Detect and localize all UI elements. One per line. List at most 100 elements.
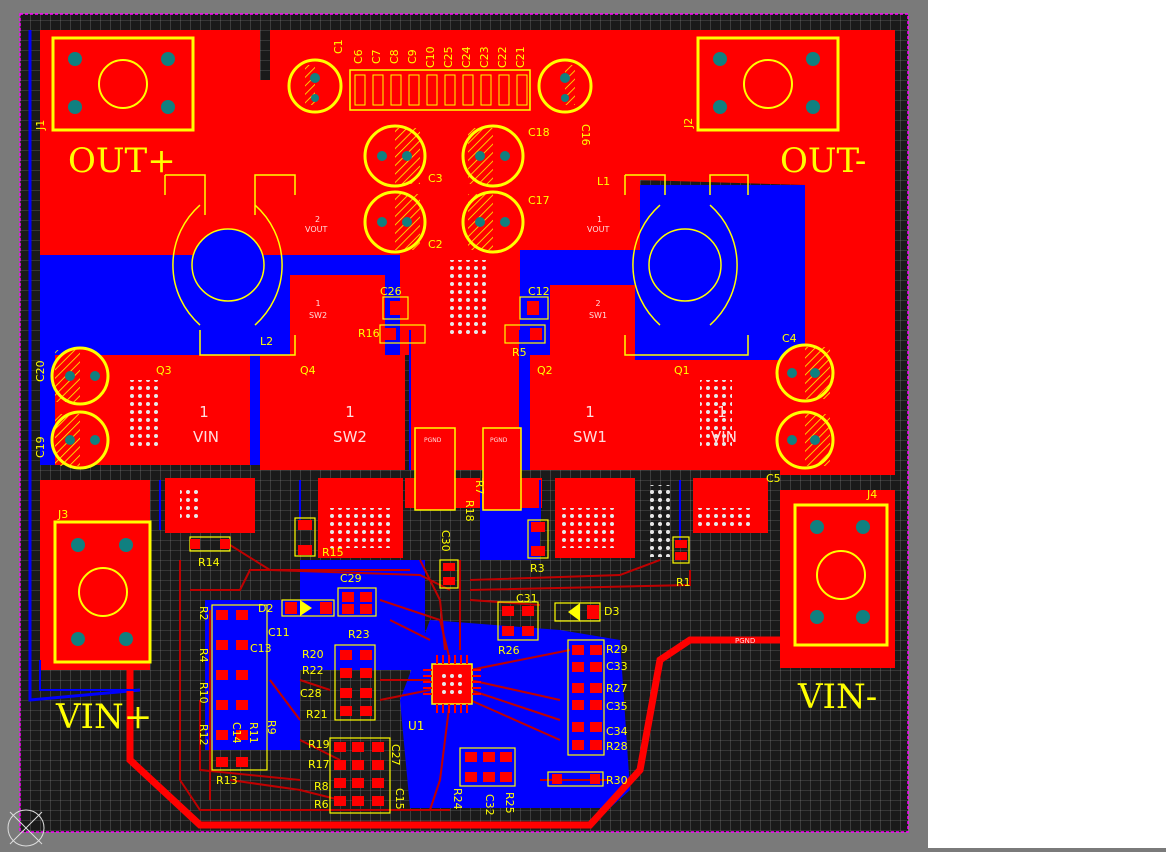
des-c1: C1 <box>332 39 345 54</box>
des-c11: C11 <box>268 626 290 639</box>
des-c35: C35 <box>606 700 628 713</box>
cap-c2[interactable] <box>363 190 427 254</box>
des-d3: D3 <box>604 605 619 618</box>
connector-j4[interactable]: J4 VIN- <box>793 488 889 717</box>
sw2-small-net: SW2 <box>309 311 327 320</box>
des-r1: R1 <box>676 576 691 589</box>
connector-j1[interactable]: J1 OUT+ <box>34 36 195 181</box>
des-c5: C5 <box>766 472 781 485</box>
cap-c4[interactable] <box>775 343 835 403</box>
cap-c1[interactable] <box>287 58 343 114</box>
des-q4: Q4 <box>300 364 316 377</box>
des-r26: R26 <box>498 644 520 657</box>
j3-designator: J3 <box>57 508 68 521</box>
des-c31: C31 <box>516 592 538 605</box>
des-c9: C9 <box>406 49 419 64</box>
des-r12: R12 <box>197 724 210 746</box>
des-c33: C33 <box>606 660 628 673</box>
des-r15: R15 <box>322 546 344 559</box>
copper-net-labels: 1 VIN 1 SW2 1 SW1 1 VIN 1 SW2 2 SW1 PGND <box>193 299 755 645</box>
cap-c19[interactable] <box>50 410 110 470</box>
des-r9: R9 <box>265 720 278 735</box>
des-c12: C12 <box>528 285 550 298</box>
inductor-l2[interactable]: L2 2 VOUT <box>164 174 327 356</box>
des-q1: Q1 <box>674 364 690 377</box>
l1-pin-label: 1 <box>597 215 602 224</box>
des-r4: R4 <box>197 648 210 663</box>
sw1-small-net: SW1 <box>589 311 607 320</box>
q4-pin: 1 <box>345 403 355 421</box>
q3-pin: 1 <box>199 403 209 421</box>
ic-u1[interactable]: U1 <box>408 655 481 733</box>
des-r5: R5 <box>512 346 527 359</box>
empty-side-panel <box>928 0 1166 848</box>
q2-net: SW1 <box>573 428 607 446</box>
des-c23: C23 <box>478 46 491 68</box>
des-r21: R21 <box>306 708 328 721</box>
pcb-canvas[interactable]: J1 OUT+ J2 OUT- J3 VIN+ <box>0 0 928 848</box>
des-q3: Q3 <box>156 364 172 377</box>
pcb-layout[interactable]: J1 OUT+ J2 OUT- J3 VIN+ <box>0 0 928 848</box>
des-c17: C17 <box>528 194 550 207</box>
des-r14: R14 <box>198 556 220 569</box>
des-r25: R25 <box>503 792 516 814</box>
connector-j2[interactable]: J2 OUT- <box>682 36 866 181</box>
des-r16: R16 <box>358 327 380 340</box>
j4-designator: J4 <box>866 488 877 501</box>
pgnd-trace-label: PGND <box>735 637 755 645</box>
des-r7: R7 <box>473 480 486 495</box>
via-arrays <box>130 260 750 557</box>
des-c15: C15 <box>393 788 406 810</box>
pgnd-pad-right: PGND <box>490 437 508 444</box>
mosfet-pads[interactable]: PGND PGND <box>414 427 522 511</box>
q3-net: VIN <box>193 428 219 446</box>
cap-c17[interactable] <box>461 190 525 254</box>
u1-designator: U1 <box>408 719 424 733</box>
l1-designator: L1 <box>597 175 610 188</box>
inductor-l1[interactable]: L1 1 VOUT <box>587 174 749 356</box>
des-r6: R6 <box>314 798 329 811</box>
des-r22: R22 <box>302 664 324 677</box>
des-r20: R20 <box>302 648 324 661</box>
cap-c3[interactable] <box>363 124 427 188</box>
j2-designator: J2 <box>682 118 695 129</box>
j1-designator: J1 <box>34 120 47 131</box>
l1-net-label: VOUT <box>587 225 609 234</box>
connector-j3[interactable]: J3 VIN+ <box>53 508 152 737</box>
des-c22: C22 <box>496 46 509 68</box>
des-c2: C2 <box>428 238 443 251</box>
q4-net: SW2 <box>333 428 367 446</box>
des-c13: C13 <box>250 642 272 655</box>
des-c4: C4 <box>782 332 797 345</box>
des-c29: C29 <box>340 572 362 585</box>
des-c30: C30 <box>439 530 452 552</box>
des-c28: C28 <box>300 687 322 700</box>
des-c34: C34 <box>606 725 628 738</box>
des-c26: C26 <box>380 285 402 298</box>
origin-marker-icon <box>7 809 45 847</box>
board-outline <box>19 13 909 833</box>
des-c7: C7 <box>370 49 383 64</box>
electrolytic-capacitors[interactable] <box>50 58 835 470</box>
des-c8: C8 <box>388 49 401 64</box>
q1-pin: 1 <box>717 403 727 421</box>
des-c32: C32 <box>483 794 496 816</box>
des-r3: R3 <box>530 562 545 575</box>
des-c24: C24 <box>460 46 473 68</box>
des-c21: C21 <box>514 46 527 68</box>
capacitor-bank[interactable] <box>349 69 531 111</box>
cap-c5[interactable] <box>775 410 835 470</box>
smd-components[interactable] <box>189 296 690 814</box>
j3-net-label: VIN+ <box>55 697 152 737</box>
des-r17: R17 <box>308 758 330 771</box>
des-c6: C6 <box>352 49 365 64</box>
des-r13: R13 <box>216 774 238 787</box>
j4-net-label: VIN- <box>797 677 877 717</box>
j1-net-label: OUT+ <box>68 141 176 181</box>
cap-c18[interactable] <box>461 124 525 188</box>
cap-c16[interactable] <box>537 58 593 114</box>
des-r18: R18 <box>463 500 476 522</box>
cap-c20[interactable] <box>50 346 110 406</box>
des-r24: R24 <box>451 788 464 810</box>
